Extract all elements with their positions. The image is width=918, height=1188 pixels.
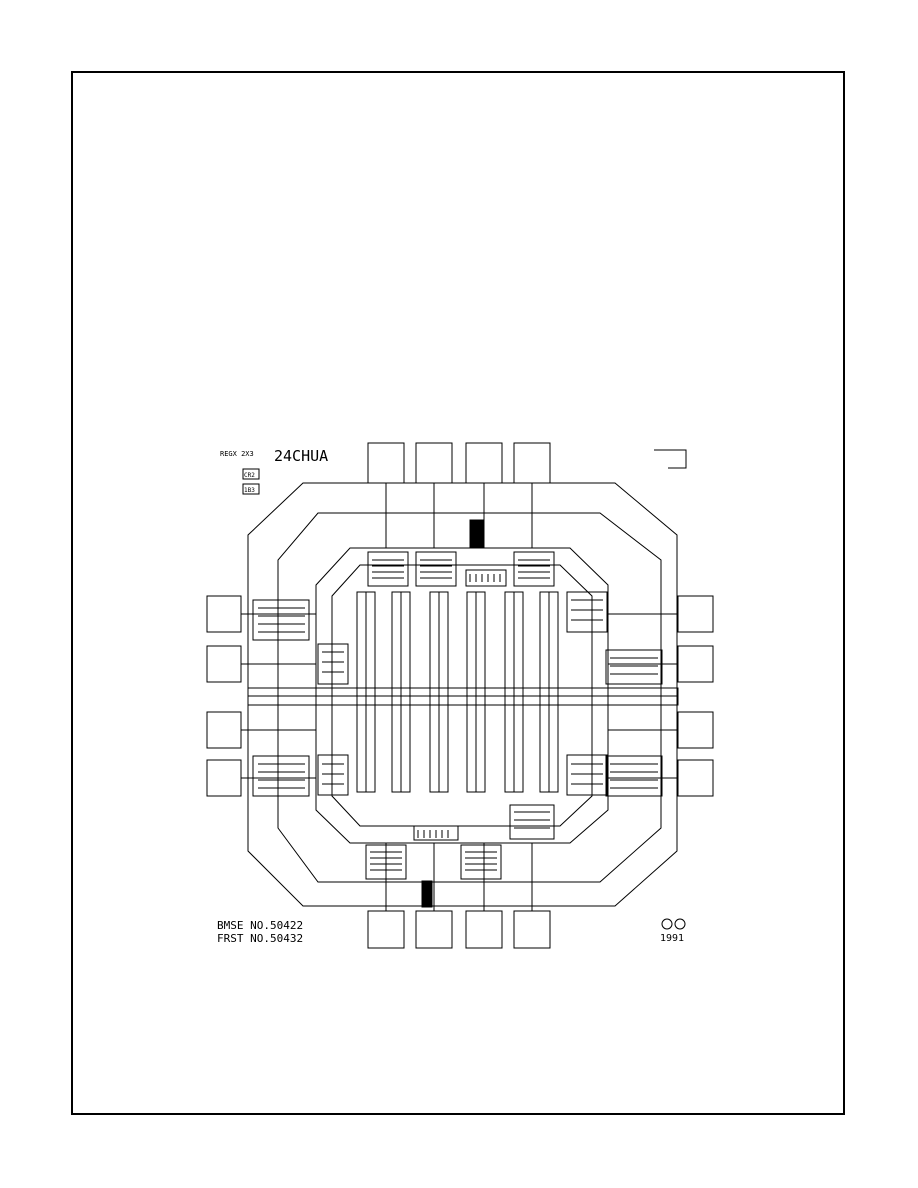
io-block-top-2 (415, 551, 457, 587)
core-ring (315, 547, 609, 844)
copyright-circle-icon (661, 918, 673, 930)
left-pad-1 (206, 595, 242, 633)
right-pad-1 (677, 595, 714, 633)
registration-mark (654, 449, 687, 469)
io-block-bottom-4 (509, 804, 555, 840)
inner-guard-ring (277, 512, 662, 883)
left-pad-4 (206, 759, 242, 797)
io-block-left-2 (317, 643, 349, 685)
io-block-right-2 (605, 649, 663, 685)
right-pad-2 (677, 645, 714, 683)
mask-id-a: CR2 (244, 472, 255, 479)
io-block-top-1 (367, 551, 409, 587)
die-small-label: REGX 2X3 (220, 450, 254, 458)
bottom-pad-4 (513, 910, 551, 949)
mask-id-b: 1B3 (244, 487, 255, 494)
io-block-right-1 (566, 591, 608, 633)
top-pad-1 (367, 442, 405, 484)
top-pad-4 (513, 442, 551, 484)
bottom-pad-1 (367, 910, 405, 949)
left-pad-2 (206, 645, 242, 683)
die-title: 24CHUA (274, 447, 328, 465)
io-block-left-3 (317, 754, 349, 796)
io-block-bottom-3 (460, 844, 502, 880)
top-pad-2 (415, 442, 453, 484)
hatched-cell-bottom (421, 880, 433, 908)
outer-guard-ring (247, 482, 678, 907)
mask-number-line-1: BMSE NO.50422 (217, 919, 303, 932)
right-pad-3 (677, 711, 714, 749)
io-block-bottom-2 (413, 825, 459, 841)
mask-work-circle-icon (674, 918, 686, 930)
io-block-left-4 (252, 755, 310, 797)
io-block-top-4 (513, 551, 555, 587)
mask-id-box-b (242, 483, 260, 495)
mask-id-box-a (242, 468, 260, 480)
io-block-top-3 (465, 569, 507, 587)
top-pad-3 (465, 442, 503, 484)
left-pad-3 (206, 711, 242, 749)
core-inner-ring (331, 564, 593, 827)
bottom-pad-3 (465, 910, 503, 949)
right-pad-4 (677, 759, 714, 797)
io-block-bottom-1 (365, 844, 407, 880)
mask-number-line-2: FRST NO.50432 (217, 932, 303, 945)
bottom-pad-2 (415, 910, 453, 949)
hatched-cell-top (469, 519, 485, 549)
io-block-right-3 (566, 754, 608, 796)
io-block-left-1 (252, 599, 310, 641)
copyright-year: 1991 (660, 933, 684, 944)
page-frame (71, 71, 845, 1115)
cell-detail-hatching (258, 559, 658, 871)
io-block-right-4 (605, 755, 663, 797)
